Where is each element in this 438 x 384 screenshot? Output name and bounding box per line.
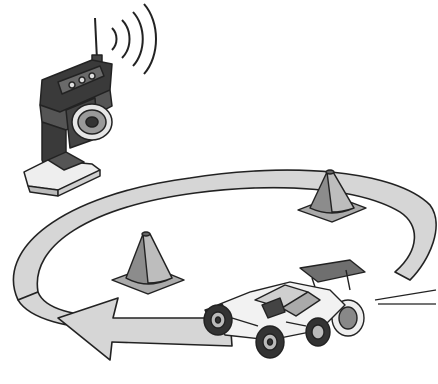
radio-signal-icon — [112, 4, 156, 74]
motion-lines — [375, 290, 436, 304]
traffic-cone-icon — [112, 232, 184, 294]
rc-transmitter-icon — [24, 4, 156, 196]
track-band-back — [13, 170, 436, 300]
track-arrowhead — [58, 298, 232, 360]
